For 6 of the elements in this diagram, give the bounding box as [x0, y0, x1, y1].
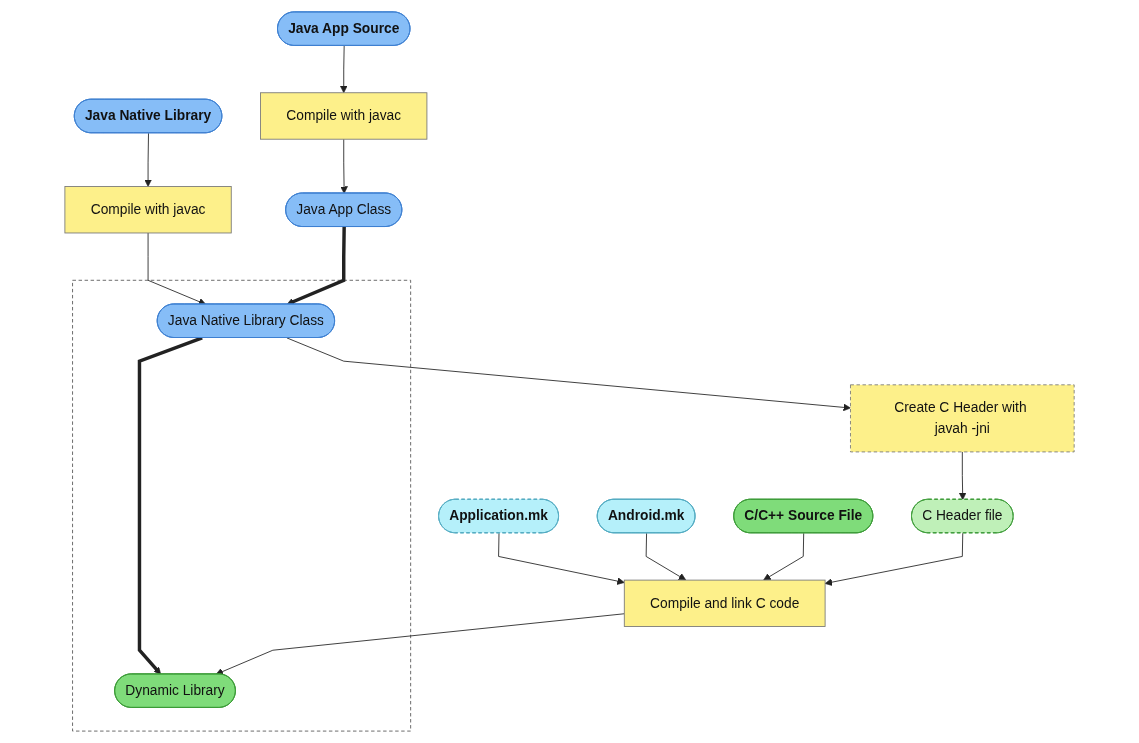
node-box: Compile and link C code [623, 579, 826, 627]
cluster [72, 279, 412, 732]
arrow [137, 336, 203, 675]
node-box: Create C Header with javah -jni [850, 384, 1075, 453]
node-box: Compile with javac [260, 92, 428, 140]
node-box: Compile with javac [64, 186, 232, 234]
